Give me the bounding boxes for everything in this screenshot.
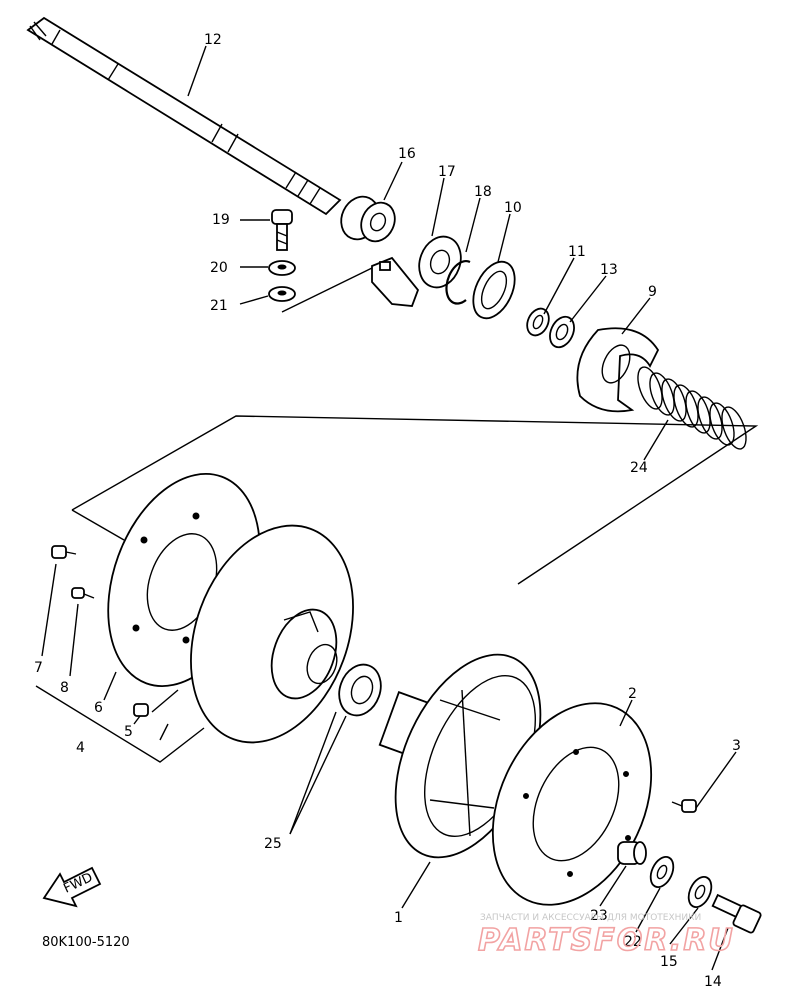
label-5: 5 bbox=[124, 724, 133, 740]
washer-part-13 bbox=[549, 315, 575, 349]
label-13: 13 bbox=[600, 262, 618, 278]
label-17: 17 bbox=[438, 164, 456, 180]
bolt-part-7 bbox=[51, 545, 77, 559]
label-8: 8 bbox=[60, 680, 69, 696]
leader-lines bbox=[41, 45, 737, 971]
bolt-part-19 bbox=[271, 209, 293, 251]
fwd-arrow-icon: FWD bbox=[42, 866, 102, 908]
label-21: 21 bbox=[210, 298, 228, 314]
bolt-part-8 bbox=[71, 587, 95, 599]
bolt-part-5 bbox=[133, 703, 149, 717]
label-1: 1 bbox=[394, 910, 403, 926]
label-24: 24 bbox=[630, 460, 648, 476]
label-23: 23 bbox=[590, 908, 608, 924]
label-10: 10 bbox=[504, 200, 522, 216]
label-4: 4 bbox=[76, 740, 85, 756]
label-14: 14 bbox=[704, 974, 722, 990]
watermark-brand: PARTSFOR.RU bbox=[478, 923, 735, 958]
part-labels: 12 16 17 18 10 11 13 9 19 20 21 24 7 8 6… bbox=[34, 32, 741, 990]
shaft-part-12 bbox=[26, 16, 342, 216]
label-25: 25 bbox=[264, 836, 282, 852]
screw-part-3 bbox=[671, 799, 697, 813]
cam-holder-part-17 bbox=[281, 235, 462, 313]
label-12: 12 bbox=[204, 32, 222, 48]
label-22: 22 bbox=[624, 934, 642, 950]
label-9: 9 bbox=[648, 284, 657, 300]
plate-part-2 bbox=[491, 702, 653, 906]
label-15: 15 bbox=[660, 954, 678, 970]
watermark-tagline: ЗАПЧАСТИ И АКСЕССУАРЫ ДЛЯ МОТОТЕХНИКИ bbox=[480, 913, 701, 923]
drawing-code: 80K100-5120 bbox=[42, 935, 130, 950]
label-2: 2 bbox=[628, 686, 637, 702]
label-6: 6 bbox=[94, 700, 103, 716]
label-11: 11 bbox=[568, 244, 586, 260]
washer-part-21 bbox=[268, 286, 296, 302]
watermark: ЗАПЧАСТИ И АКСЕССУАРЫ ДЛЯ МОТОТЕХНИКИ PA… bbox=[477, 913, 735, 959]
spring-part-24 bbox=[637, 366, 747, 450]
spacer-part-23 bbox=[617, 841, 647, 865]
washer-part-20 bbox=[268, 260, 296, 276]
label-7: 7 bbox=[34, 660, 43, 676]
assembly-outline bbox=[35, 415, 759, 763]
label-18: 18 bbox=[474, 184, 492, 200]
washer-part-10 bbox=[472, 260, 516, 320]
bolt-part-14 bbox=[711, 893, 762, 934]
label-19: 19 bbox=[212, 212, 230, 228]
clip-part-11 bbox=[526, 307, 550, 337]
collar-part-25 bbox=[338, 663, 382, 717]
disc-part-4 bbox=[190, 524, 354, 744]
bearing-part-16 bbox=[340, 195, 396, 243]
circlip-part-18 bbox=[445, 260, 471, 305]
label-3: 3 bbox=[732, 738, 741, 754]
washer-part-22 bbox=[649, 855, 675, 889]
label-16: 16 bbox=[398, 146, 416, 162]
label-20: 20 bbox=[210, 260, 228, 276]
washer-part-15 bbox=[687, 875, 713, 909]
cam-part-9 bbox=[576, 327, 660, 413]
